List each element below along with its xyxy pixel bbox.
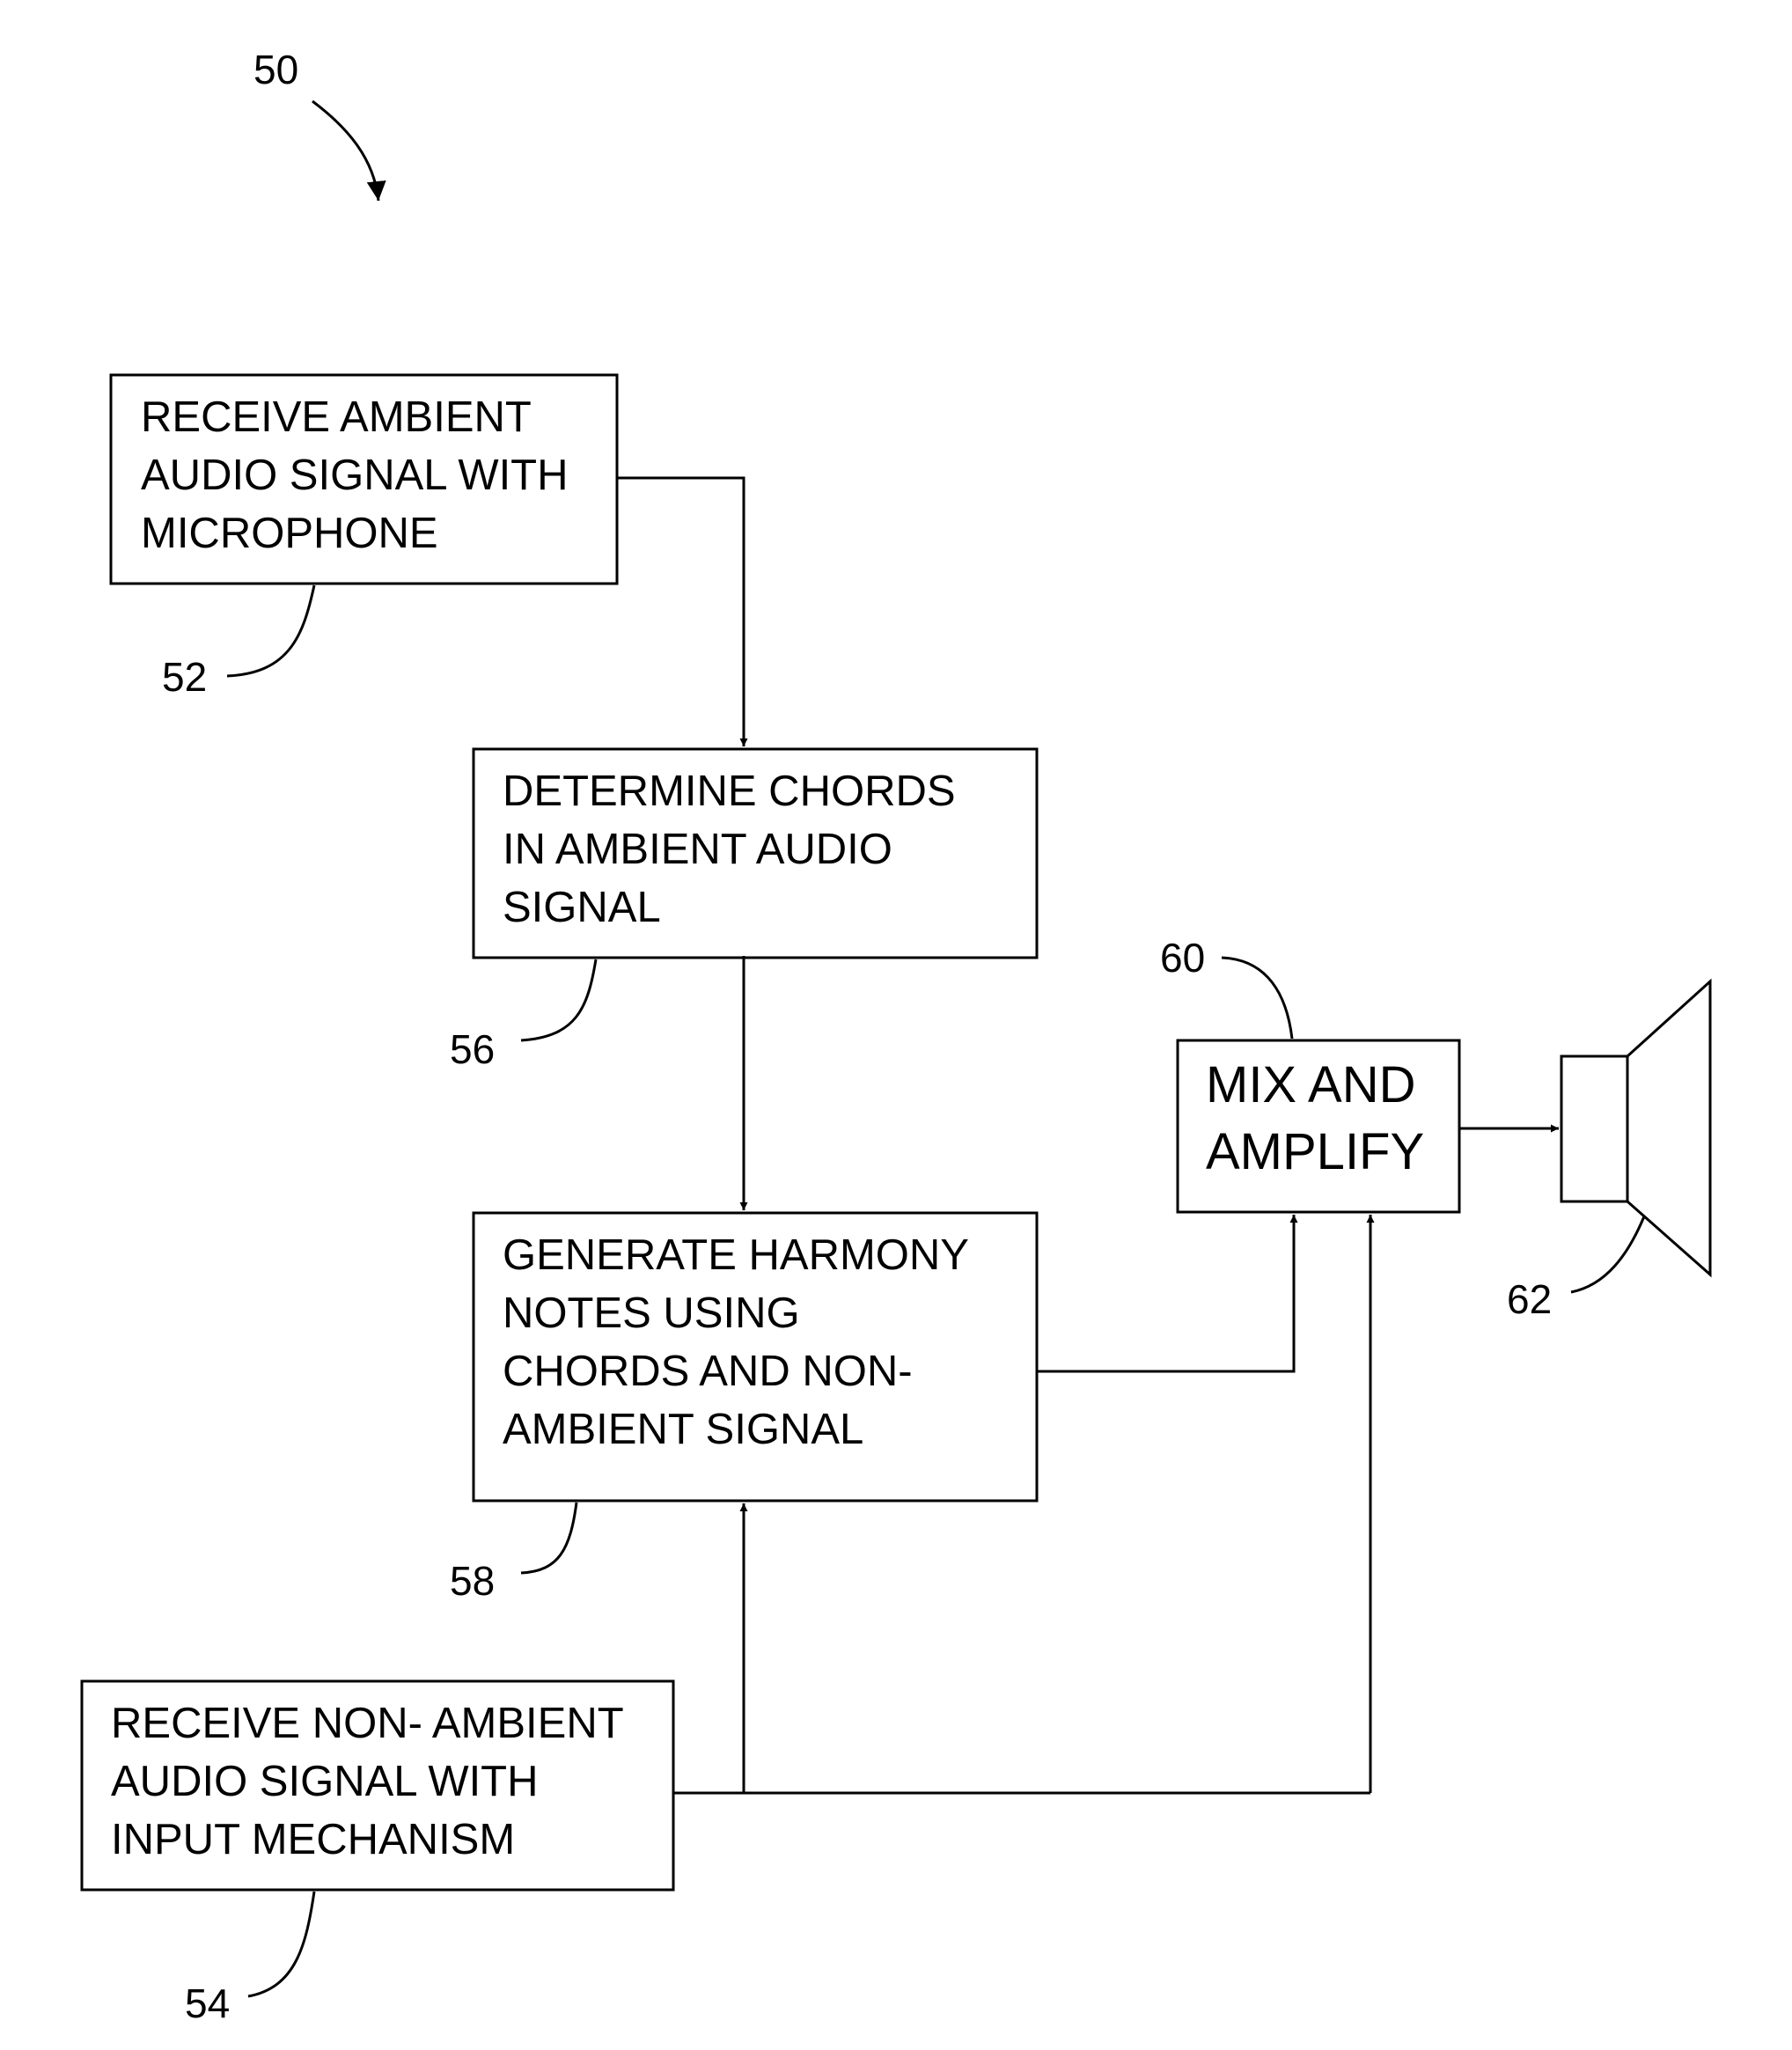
speaker-icon <box>1561 981 1710 1275</box>
receive-ambient-line-2: AUDIO SIGNAL WITH <box>141 452 569 499</box>
ref-52-label: 52 <box>162 654 207 700</box>
ref-58-label: 58 <box>450 1558 495 1604</box>
receive-ambient-line-1: RECEIVE AMBIENT <box>141 393 532 441</box>
ref-54-leader <box>248 1892 314 1996</box>
ref-54-label: 54 <box>185 1980 230 2026</box>
generate-harmony-step: GENERATE HARMONY NOTES USING CHORDS AND … <box>474 1213 1037 1501</box>
determine-chords-line-3: SIGNAL <box>503 884 661 931</box>
ref-60-label: 60 <box>1160 935 1205 981</box>
receive-ambient-step: RECEIVE AMBIENT AUDIO SIGNAL WITH MICROP… <box>111 375 617 584</box>
receive-non-ambient-line-2: AUDIO SIGNAL WITH <box>111 1758 539 1805</box>
mix-amplify-step: MIX AND AMPLIFY <box>1178 1040 1459 1212</box>
receive-ambient-line-3: MICROPHONE <box>141 510 438 557</box>
determine-chords-step: DETERMINE CHORDS IN AMBIENT AUDIO SIGNAL <box>474 749 1037 958</box>
determine-chords-line-2: IN AMBIENT AUDIO <box>503 826 892 873</box>
mix-amplify-line-2: AMPLIFY <box>1206 1123 1424 1180</box>
speaker-magnet <box>1561 1056 1627 1201</box>
generate-harmony-line-1: GENERATE HARMONY <box>503 1231 969 1279</box>
ref-62-label: 62 <box>1507 1276 1552 1322</box>
figure-ref-label: 50 <box>253 47 298 92</box>
receive-non-ambient-line-1: RECEIVE NON- AMBIENT <box>111 1700 624 1747</box>
ref-52-leader <box>227 585 314 676</box>
ref-58-leader <box>521 1503 577 1573</box>
figure-ref-arrow <box>312 101 378 201</box>
ref-56-leader <box>521 959 596 1040</box>
receive-non-ambient-line-3: INPUT MECHANISM <box>111 1816 515 1863</box>
generate-harmony-line-3: CHORDS AND NON- <box>503 1348 913 1395</box>
determine-chords-line-1: DETERMINE CHORDS <box>503 768 956 815</box>
receive-non-ambient-step: RECEIVE NON- AMBIENT AUDIO SIGNAL WITH I… <box>82 1681 673 1890</box>
ref-62-leader <box>1571 1216 1644 1292</box>
speaker-cone <box>1627 981 1710 1275</box>
connector-58-to-60 <box>1037 1215 1294 1371</box>
mix-amplify-line-1: MIX AND <box>1206 1056 1416 1113</box>
generate-harmony-line-2: NOTES USING <box>503 1290 800 1337</box>
ref-56-label: 56 <box>450 1026 495 1072</box>
ref-60-leader <box>1222 958 1292 1039</box>
connector-52-to-56 <box>617 478 744 746</box>
generate-harmony-line-4: AMBIENT SIGNAL <box>503 1406 863 1453</box>
